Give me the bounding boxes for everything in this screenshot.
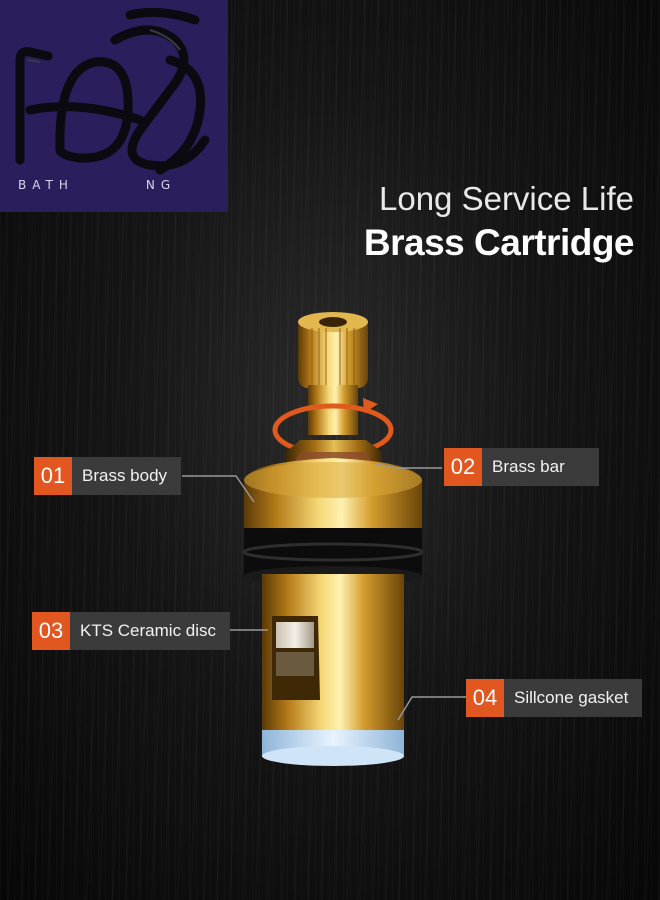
callout-label: Sillcone gasket [514, 688, 629, 707]
callout-label: Brass body [82, 466, 168, 485]
logo-mark-icon [15, 7, 210, 175]
callout-number: 03 [32, 612, 70, 650]
callout-number: 01 [34, 457, 72, 495]
callout-number: 04 [466, 679, 504, 717]
callout-label: Brass bar [492, 457, 565, 476]
callout-brass-bar: 02 Brass bar [444, 448, 599, 486]
callout-brass-body: 01 Brass body [34, 457, 182, 495]
callout-ceramic-disc: 03 KTS Ceramic disc [32, 612, 231, 650]
callout-silicone-gasket: 04 Sillcone gasket [466, 679, 643, 717]
headline-subtitle: Long Service Life [379, 180, 634, 217]
headline-title: Brass Cartridge [363, 222, 635, 263]
callout-number: 02 [444, 448, 482, 486]
headline: Long Service Life Brass Cartridge [363, 178, 635, 266]
callout-label: KTS Ceramic disc [80, 621, 217, 640]
